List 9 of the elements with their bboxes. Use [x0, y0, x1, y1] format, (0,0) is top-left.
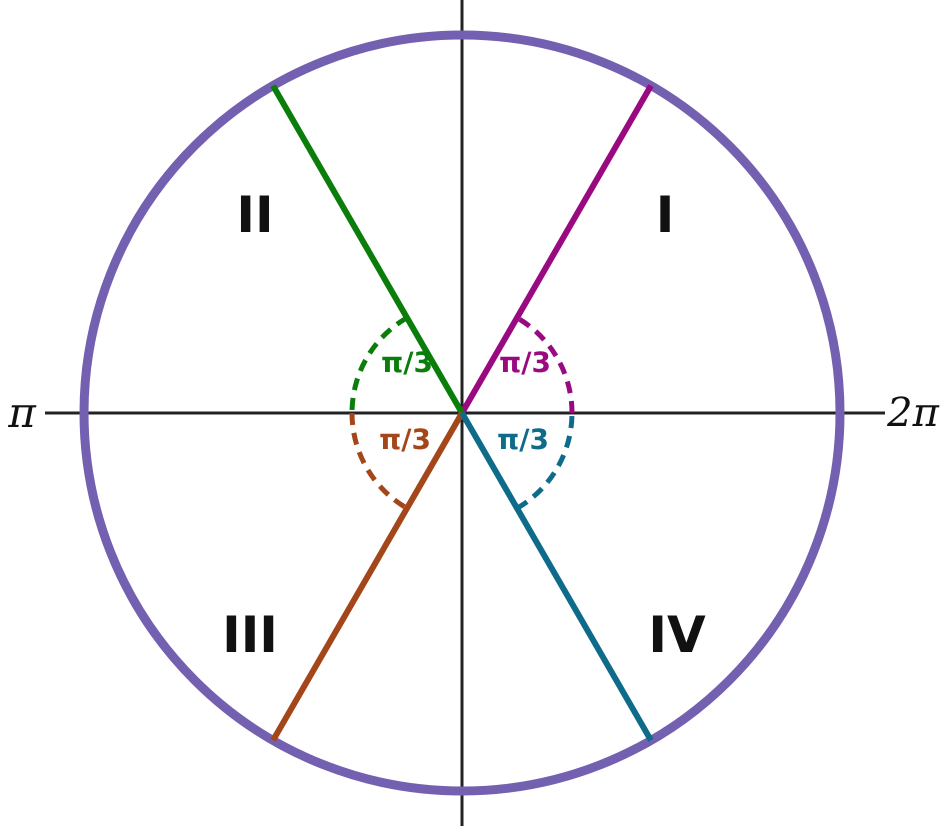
angle-label: π/3: [499, 349, 551, 377]
axis-label: π: [8, 392, 36, 434]
quadrant-label: II: [236, 190, 274, 240]
axis-label: 2π: [887, 393, 939, 433]
quadrant-label: III: [222, 610, 278, 660]
quadrant-label: I: [656, 190, 674, 240]
angle-label: π/3: [379, 426, 431, 454]
quadrant-label: IV: [648, 610, 706, 660]
angle-label: π/3: [497, 426, 549, 454]
